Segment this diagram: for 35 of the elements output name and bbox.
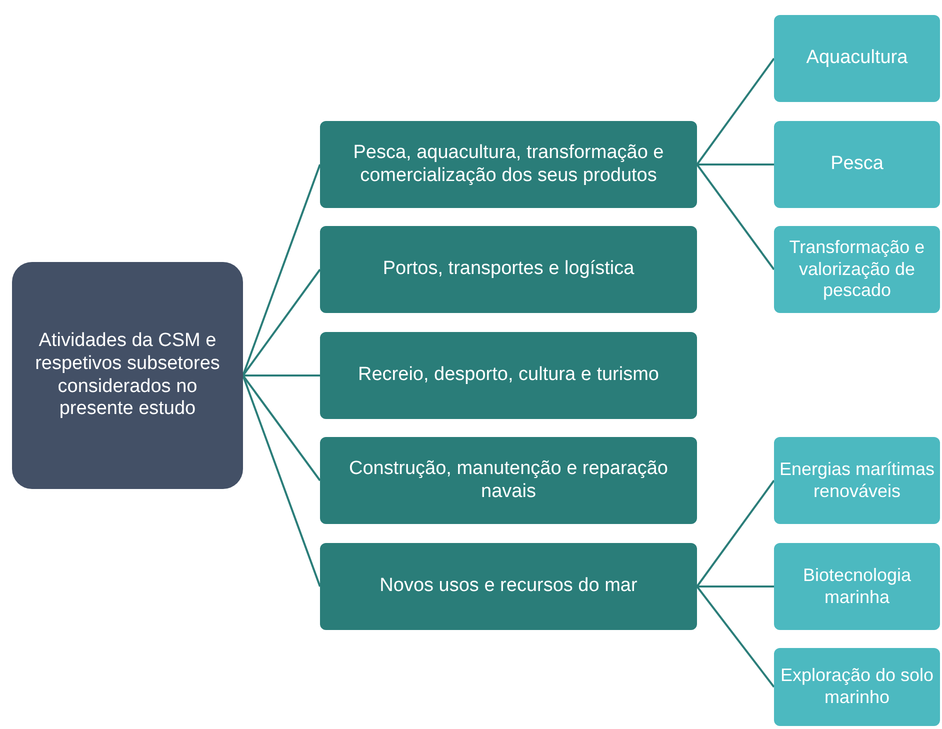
box-label: Portos, transportes e logística	[382, 258, 634, 281]
box-label: Transformação e valorização de pescado	[788, 237, 926, 302]
connector-line	[696, 586, 775, 688]
connector-line	[242, 164, 321, 376]
connector-line	[242, 375, 321, 587]
category-box	[320, 543, 697, 630]
box-label: Biotecnologia marinha	[802, 564, 912, 608]
category-box	[320, 121, 697, 208]
connector-line	[696, 164, 775, 270]
box-label: Exploração do solo marinho	[779, 665, 935, 709]
box-label: Pesca, aquacultura, transformação e comercialização dos seus produtos	[352, 142, 665, 188]
category-box	[320, 226, 697, 313]
root-box	[12, 262, 243, 489]
connector-line	[697, 164, 774, 166]
category-box	[774, 437, 940, 524]
box-label: Novos usos e recursos do mar	[380, 575, 638, 598]
category-box	[774, 543, 940, 630]
box-label: Aquacultura	[806, 47, 908, 70]
box-label: Atividades da CSM e respetivos subsetores considerados no presente estudo	[34, 330, 221, 422]
connector-line	[696, 480, 775, 588]
connector-line	[242, 268, 321, 376]
category-box	[320, 437, 697, 524]
box-label: Recreio, desporto, cultura e turismo	[358, 364, 659, 387]
category-box	[774, 648, 940, 726]
box-label: Construção, manutenção e reparação navais	[348, 458, 669, 504]
connector-line	[696, 58, 775, 166]
connector-line	[697, 586, 774, 588]
category-box	[774, 121, 940, 208]
connector-line	[242, 374, 321, 482]
connector-line	[243, 374, 320, 376]
category-box	[774, 226, 940, 313]
category-box	[320, 332, 697, 419]
box-label: Pesca	[830, 153, 884, 176]
box-label: Energias marítimas renováveis	[778, 458, 936, 502]
category-box	[774, 15, 940, 102]
